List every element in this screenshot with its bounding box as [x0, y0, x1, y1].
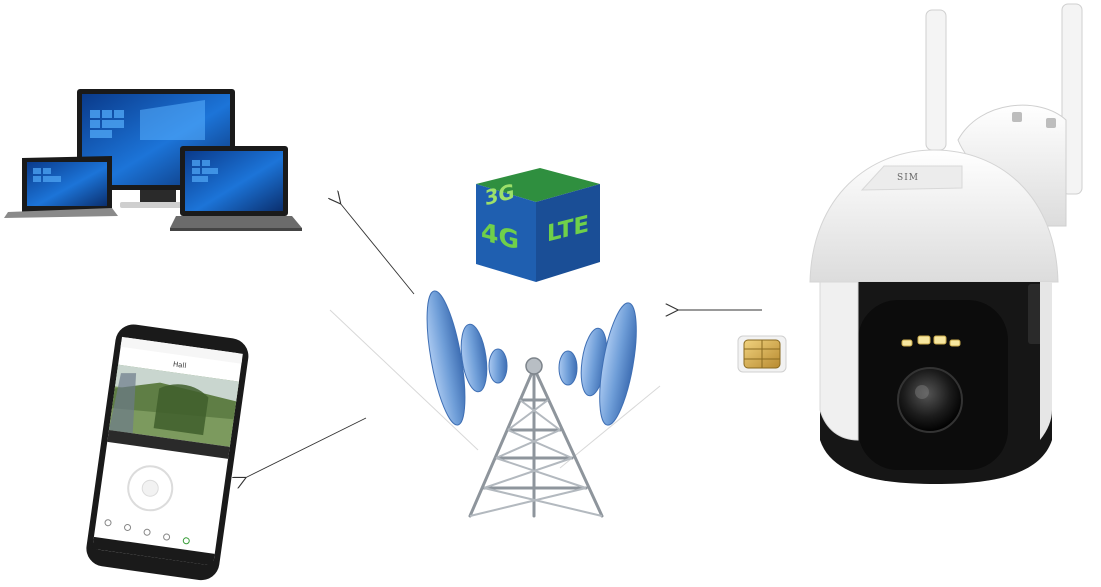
network-badge-cube: 3G 4G LTE: [476, 168, 600, 282]
signal-waves: [426, 290, 637, 426]
arrow-to-phone: [245, 417, 367, 478]
computer-devices-group: [4, 89, 302, 231]
camera-lens: [897, 367, 963, 433]
signal-arrows: [245, 203, 762, 478]
sim-card-icon: [737, 335, 787, 373]
camera-antenna-left: [925, 9, 947, 151]
laptop-icon: [170, 146, 302, 231]
camera-sim-label: SIM: [897, 173, 919, 183]
tablet-icon: [4, 156, 118, 218]
phone-app-title: Hall: [172, 360, 186, 370]
camera-antenna-right: [1061, 3, 1083, 195]
ptz-control-pad: [127, 465, 174, 512]
security-camera-icon: SIM: [809, 3, 1083, 484]
smartphone-icon: Hall: [86, 324, 249, 581]
cell-tower-icon: [426, 290, 637, 518]
background-lines: [329, 309, 661, 469]
arrow-to-computers: [340, 203, 415, 295]
